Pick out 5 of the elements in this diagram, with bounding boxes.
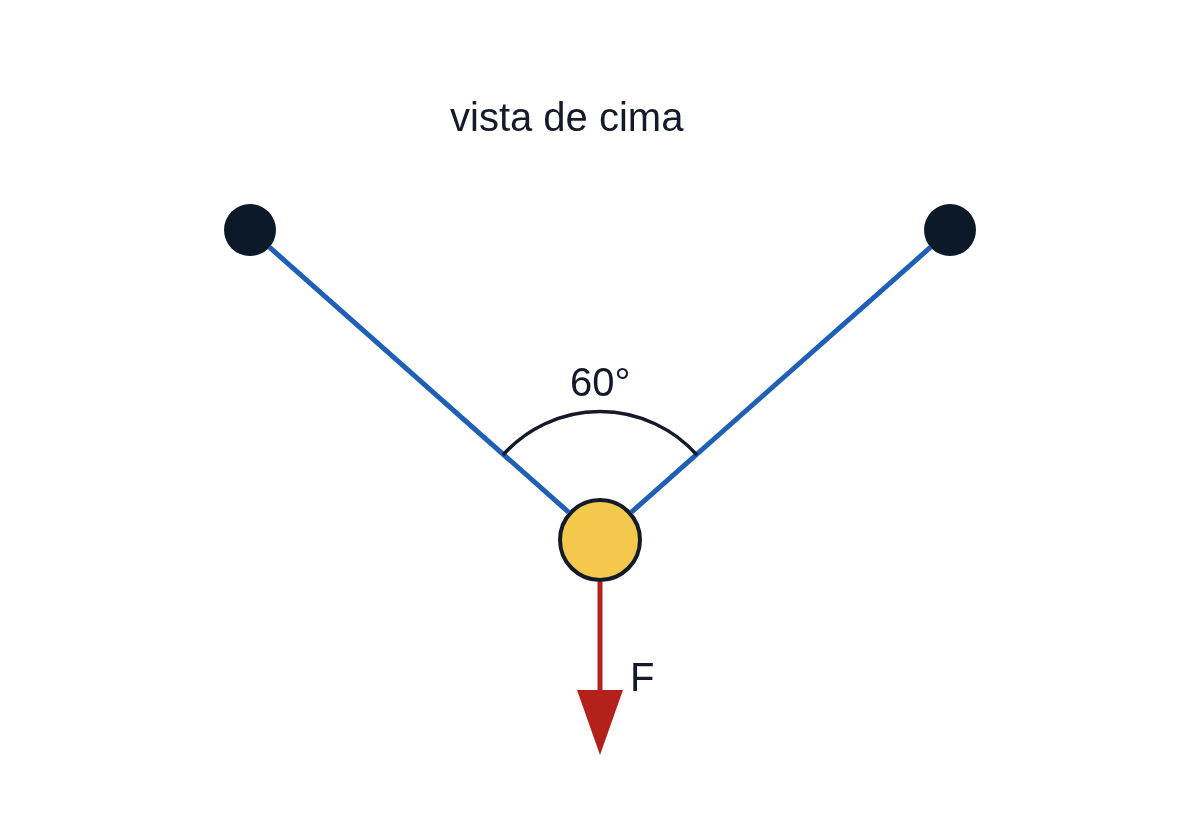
view-title: vista de cima bbox=[450, 97, 684, 137]
force-label: F bbox=[630, 657, 655, 697]
rope-line bbox=[629, 245, 933, 515]
rope-line bbox=[267, 245, 571, 515]
angle-label: 60° bbox=[570, 362, 631, 402]
